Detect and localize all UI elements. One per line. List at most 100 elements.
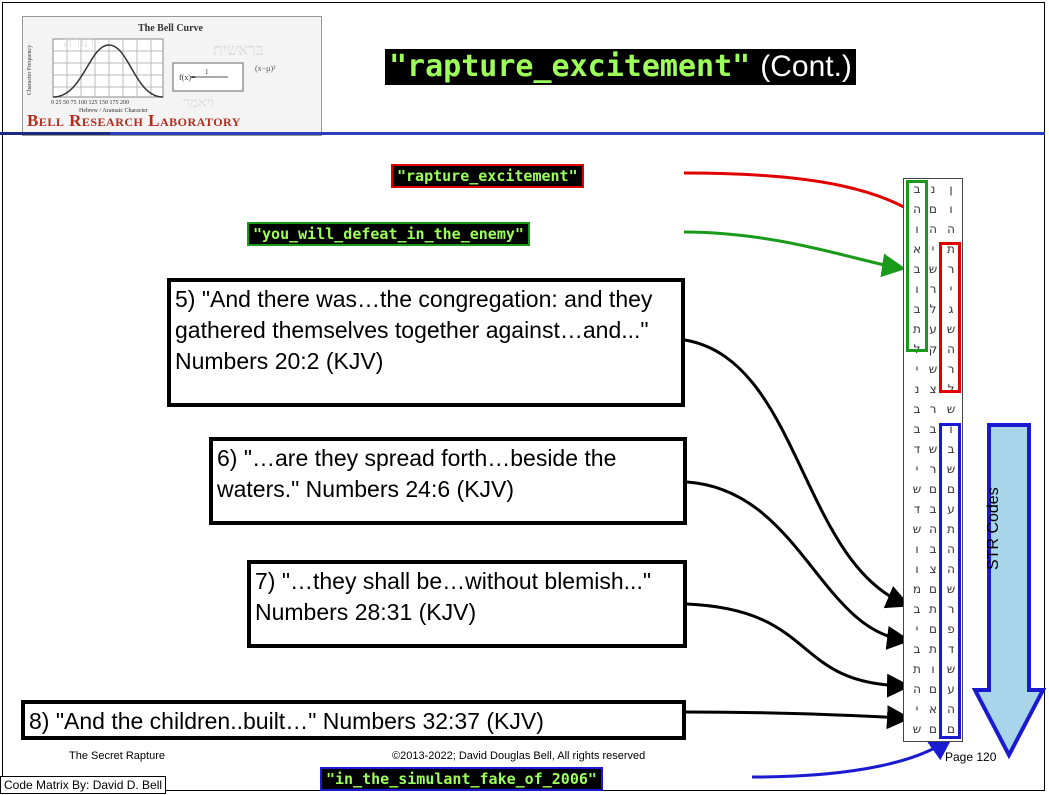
matrix-letter: מ (912, 582, 922, 596)
matrix-letter: ת (913, 322, 921, 336)
matrix-letter: ו (915, 222, 919, 236)
header-rule-accent (0, 132, 110, 135)
matrix-letter: ם (929, 682, 937, 696)
matrix-letter: ב (913, 182, 921, 196)
matrix-letter: ב (947, 442, 955, 456)
matrix-letter: ב (913, 602, 921, 616)
logo-x-tick: 25 (55, 100, 62, 106)
title-code: "rapture_excitement" (385, 49, 755, 85)
svg-text:בראשית: בראשית (213, 42, 264, 59)
matrix-letter: ת (947, 242, 955, 256)
matrix-letter: ה (929, 222, 937, 236)
matrix-letter: י (949, 282, 953, 296)
svg-text:ויאמר: ויאמר (183, 96, 214, 111)
matrix-letter: ל (947, 382, 955, 396)
matrix-letter: ד (913, 442, 921, 456)
blue-code-highlight (939, 423, 961, 739)
matrix-letter: י (915, 702, 919, 716)
matrix-letter: ם (947, 482, 955, 496)
matrix-letter: י (915, 462, 919, 476)
matrix-letter: ש (928, 262, 938, 276)
matrix-letter: ר (929, 282, 937, 296)
matrix-letter: ב (929, 542, 937, 556)
logo-x-tick: 125 (88, 100, 98, 106)
simulant-fake-label: "in_the_simulant_fake_of_2006" (320, 767, 603, 791)
logo-x-tick: 100 (78, 100, 87, 106)
verse6-arrow (686, 480, 911, 650)
matrix-letter: ד (947, 642, 955, 656)
you-will-defeat-label: "you_will_defeat_in_the_enemy" (247, 222, 530, 246)
matrix-letter: ש (946, 402, 956, 416)
logo-x-axis-label: Hebrew / Aramaic Character (79, 108, 148, 114)
matrix-letter: ת (929, 642, 937, 656)
logo-x-tick: 50 (63, 100, 69, 106)
logo-x-tick: 175 (109, 100, 119, 106)
verse7-arrow (686, 602, 911, 698)
logo-x-ticks: 0 25 50 75 100 125 150 175 200 (51, 100, 129, 106)
matrix-letter: פ (947, 622, 955, 636)
logo-x-tick: 150 (99, 100, 108, 106)
matrix-letter: א (912, 242, 922, 256)
matrix-letter: ב (913, 302, 921, 316)
matrix-letter: ב (929, 422, 937, 436)
matrix-letter: ש (928, 442, 938, 456)
matrix-letter: ש (912, 482, 922, 496)
svg-text:תורה: תורה (63, 34, 94, 51)
footer-title: The Secret Rapture (69, 750, 165, 762)
bell-research-logo: f(x)= 1 (x−μ)² תורה בראשית ויאמר The Bel… (22, 16, 322, 136)
matrix-letter: ה (947, 702, 955, 716)
matrix-letter: ת (913, 662, 921, 676)
matrix-letter: ה (947, 542, 955, 556)
matrix-letter: ם (929, 482, 937, 496)
matrix-letter: ב (913, 402, 921, 416)
logo-x-tick: 75 (70, 100, 77, 106)
slide-title: "rapture_excitement" (Cont.) (385, 46, 856, 88)
blue-arrow (751, 736, 953, 779)
logo-x-tick: 0 (51, 100, 54, 106)
matrix-letter: ה (913, 682, 921, 696)
red-code-highlight (939, 242, 961, 393)
footer-copyright: ©2013-2022; David Douglas Bell, All righ… (392, 750, 646, 762)
matrix-letter: ת (929, 602, 937, 616)
matrix-letter: ש (912, 722, 922, 736)
matrix-letter: ם (947, 722, 955, 736)
matrix-letter: ה (913, 202, 921, 216)
matrix-letter: ע (947, 502, 955, 516)
matrix-letter: ו (949, 202, 953, 216)
logo-chart-title: The Bell Curve (138, 23, 203, 34)
matrix-letter: ש (912, 522, 922, 536)
verse5-arrow (684, 338, 911, 609)
matrix-letter: ה (947, 222, 955, 236)
verse-box-8: 8) "And the children..built…" Numbers 32… (21, 700, 686, 740)
str-codes-arrow (971, 423, 1047, 760)
matrix-letter: צ (929, 562, 937, 576)
matrix-letter: ב (913, 422, 921, 436)
rapture-excitement-label: "rapture_excitement" (391, 164, 584, 188)
matrix-letter: ן (949, 182, 953, 196)
matrix-letter: י (931, 242, 935, 256)
matrix-letter: צ (929, 382, 937, 396)
matrix-letter: נ (930, 182, 936, 196)
matrix-letter: ו (915, 562, 919, 576)
title-suffix: (Cont.) (754, 49, 856, 85)
matrix-letter: ו (949, 422, 953, 436)
header-rule (0, 132, 1045, 135)
matrix-letter: ר (929, 462, 937, 476)
matrix-letter: ש (946, 462, 956, 476)
matrix-letter: ש (928, 362, 938, 376)
matrix-letter: י (915, 362, 919, 376)
matrix-letter: ש (946, 582, 956, 596)
matrix-letter: ו (915, 282, 919, 296)
matrix-letter: ו (931, 662, 935, 676)
page-number: Page 120 (945, 750, 997, 764)
matrix-letter: ש (946, 662, 956, 676)
bell-curve-chart-icon: f(x)= 1 (x−μ)² תורה בראשית ויאמר (52, 34, 276, 111)
matrix-letter: ל (929, 302, 937, 316)
matrix-letter: ת (947, 522, 955, 536)
verse8-arrow (685, 705, 911, 730)
verse-box-6: 6) "…are they spread forth…beside the wa… (209, 437, 687, 525)
matrix-letter: ב (913, 642, 921, 656)
matrix-letter: ם (929, 202, 937, 216)
green-code-highlight (906, 180, 928, 352)
